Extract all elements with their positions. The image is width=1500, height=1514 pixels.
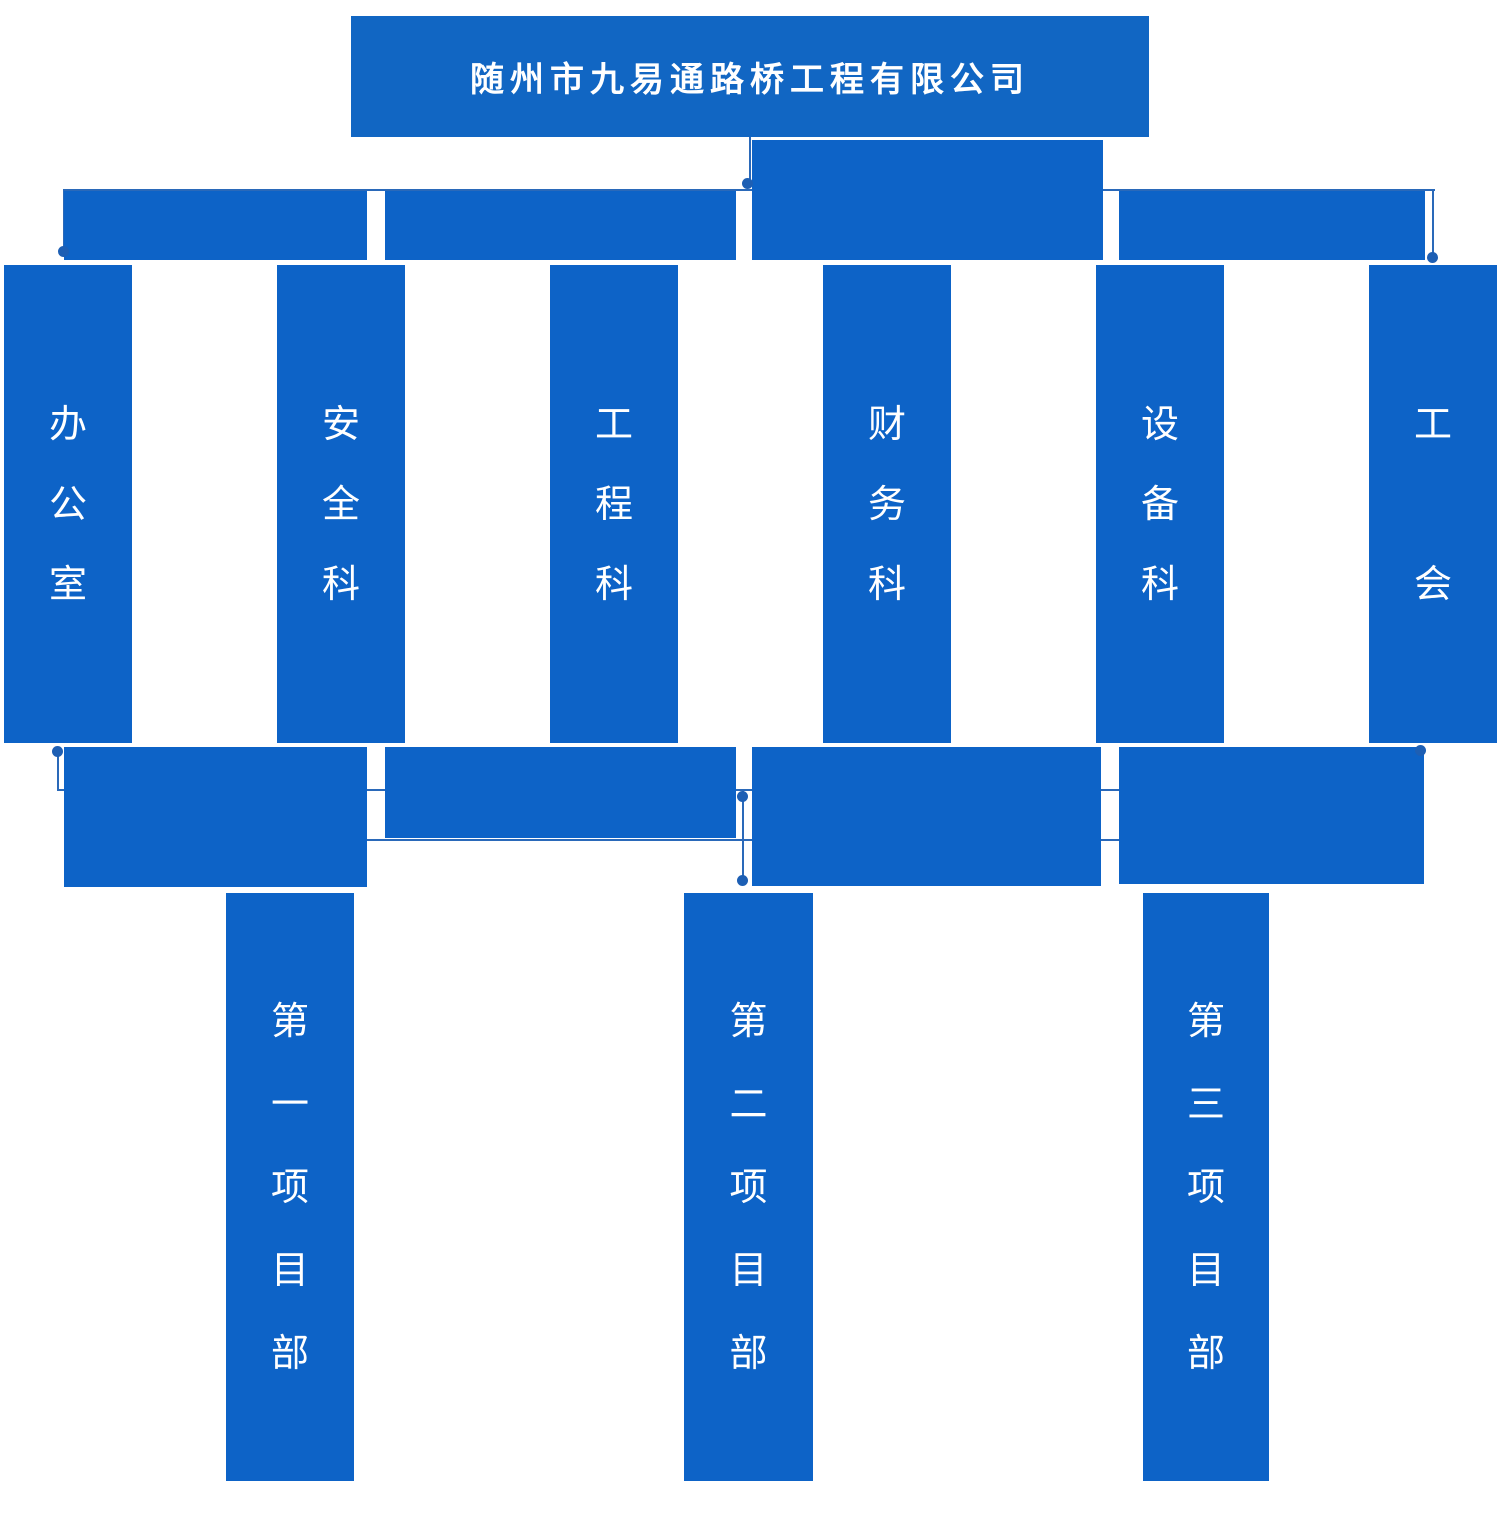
dept-node-label: 工 会: [1413, 402, 1452, 606]
dept-node-union: 工 会: [1369, 265, 1497, 743]
project-node-3: 第 三 项 目 部: [1143, 893, 1269, 1481]
connector-vline-level2-right: [1432, 189, 1434, 255]
connector-hline-level2: [63, 189, 1435, 191]
project-node-label: 第 一 项 目 部: [270, 998, 309, 1375]
project-node-label: 第 三 项 目 部: [1186, 998, 1225, 1375]
connector-vline-level3-left: [57, 751, 59, 791]
connector-dot-level3-right: [1415, 745, 1426, 756]
dept-node-label: 工 程 科: [594, 402, 633, 606]
dept-node-finance: 财 务 科: [823, 265, 951, 743]
level3-spacer-node-3: [752, 747, 1101, 886]
connector-dot-mid-upper: [737, 791, 748, 802]
dept-node-label: 办 公 室: [48, 402, 87, 606]
project-node-label: 第 二 项 目 部: [729, 998, 768, 1375]
connector-dot-mid-lower: [737, 875, 748, 886]
connector-dot-level2-right: [1427, 252, 1438, 263]
dept-node-engineering: 工 程 科: [550, 265, 678, 743]
company-root-node: 随州市九易通路桥工程有限公司: [351, 16, 1149, 137]
dept-node-label: 财 务 科: [867, 402, 906, 606]
connector-dot-root: [742, 178, 753, 189]
level2-spacer-node-1: [64, 191, 367, 260]
level3-spacer-node-4: [1119, 747, 1424, 884]
level3-spacer-node-1: [64, 747, 367, 887]
connector-dot-level2-left: [58, 246, 69, 257]
dept-node-label: 安 全 科: [321, 402, 360, 606]
dept-node-office: 办 公 室: [4, 265, 132, 743]
connector-vline-level3-mid: [742, 790, 744, 882]
connector-hline-level3: [57, 789, 1422, 791]
dept-node-equipment: 设 备 科: [1096, 265, 1224, 743]
project-node-2: 第 二 项 目 部: [684, 893, 813, 1481]
connector-vline-root-drop: [749, 137, 751, 187]
connector-dot-level3-left: [52, 746, 63, 757]
level2-spacer-node-3: [1119, 191, 1425, 260]
secondary-node: [752, 140, 1103, 260]
dept-node-safety: 安 全 科: [277, 265, 405, 743]
level3-spacer-node-2: [385, 747, 736, 838]
level2-spacer-node-2: [385, 191, 736, 260]
connector-hline-level4: [290, 839, 1204, 841]
project-node-1: 第 一 项 目 部: [226, 893, 354, 1481]
dept-node-label: 设 备 科: [1140, 402, 1179, 606]
company-name: 随州市九易通路桥工程有限公司: [470, 60, 1030, 100]
